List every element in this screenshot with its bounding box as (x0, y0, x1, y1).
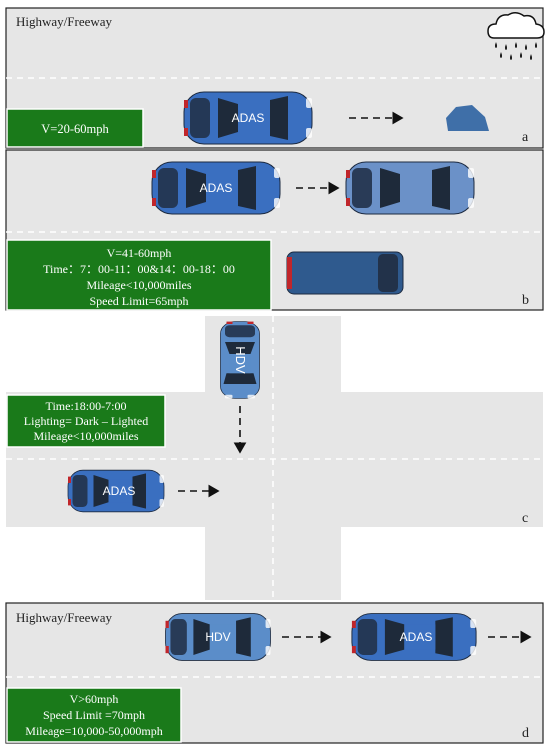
road-label: Highway/Freeway (16, 14, 113, 29)
lead-car (345, 161, 475, 215)
panel-letter: a (522, 130, 529, 145)
panel-c-info-box: Time:18:00-7:00 Lighting= Dark – Lighted… (6, 394, 166, 448)
car-label: ADAS (103, 484, 136, 498)
info-line: Mileage<10,000miles (86, 278, 191, 292)
panel-letter: d (522, 726, 529, 741)
info-line: Lighting= Dark – Lighted (24, 414, 148, 428)
info-line: Mileage=10,000-50,000mph (25, 724, 162, 738)
car-label: HDV (233, 346, 248, 374)
info-line: V>60mph (70, 692, 119, 706)
adas-car: ADAS (183, 91, 313, 145)
car-label: ADAS (200, 181, 233, 195)
panel-a: Highway/Freeway V=20-60mph ADAS a (5, 7, 545, 149)
adas-car: ADAS (151, 161, 281, 215)
panel-letter: c (522, 511, 528, 526)
car-label: ADAS (400, 630, 433, 644)
rock-icon (446, 105, 489, 131)
info-line: V=20-60mph (41, 122, 109, 136)
panel-d-info-box: V>60mph Speed Limit =70mph Mileage=10,00… (6, 687, 182, 743)
panel-b-info-box: V=41-60mph Time：7：00-11：00&14：00-18：00 M… (6, 239, 272, 311)
info-line: Time：7：00-11：00&14：00-18：00 (43, 262, 235, 276)
car-label: HDV (205, 630, 230, 644)
info-line: Time:18:00-7:00 (46, 399, 127, 413)
panel-d: Highway/Freeway HDV ADAS V>60mph Speed L… (5, 602, 544, 744)
info-line: V=41-60mph (107, 246, 172, 260)
panel-a-info-box: V=20-60mph (6, 108, 144, 148)
panel-letter: b (522, 293, 529, 308)
info-line: Speed Limit=65mph (89, 294, 188, 308)
car-label: ADAS (232, 111, 265, 125)
info-line: Mileage<10,000miles (33, 429, 138, 443)
panel-c: HDV Time:18:00-7:00 Lighting= Dark – Lig… (6, 316, 543, 600)
van (286, 251, 404, 295)
panel-b: ADAS V=41-60mph Time：7：00-11：00&14：00-18… (5, 149, 544, 311)
rain-cloud-icon (487, 12, 545, 60)
road-label: Highway/Freeway (16, 610, 113, 625)
info-line: Speed Limit =70mph (43, 708, 145, 722)
